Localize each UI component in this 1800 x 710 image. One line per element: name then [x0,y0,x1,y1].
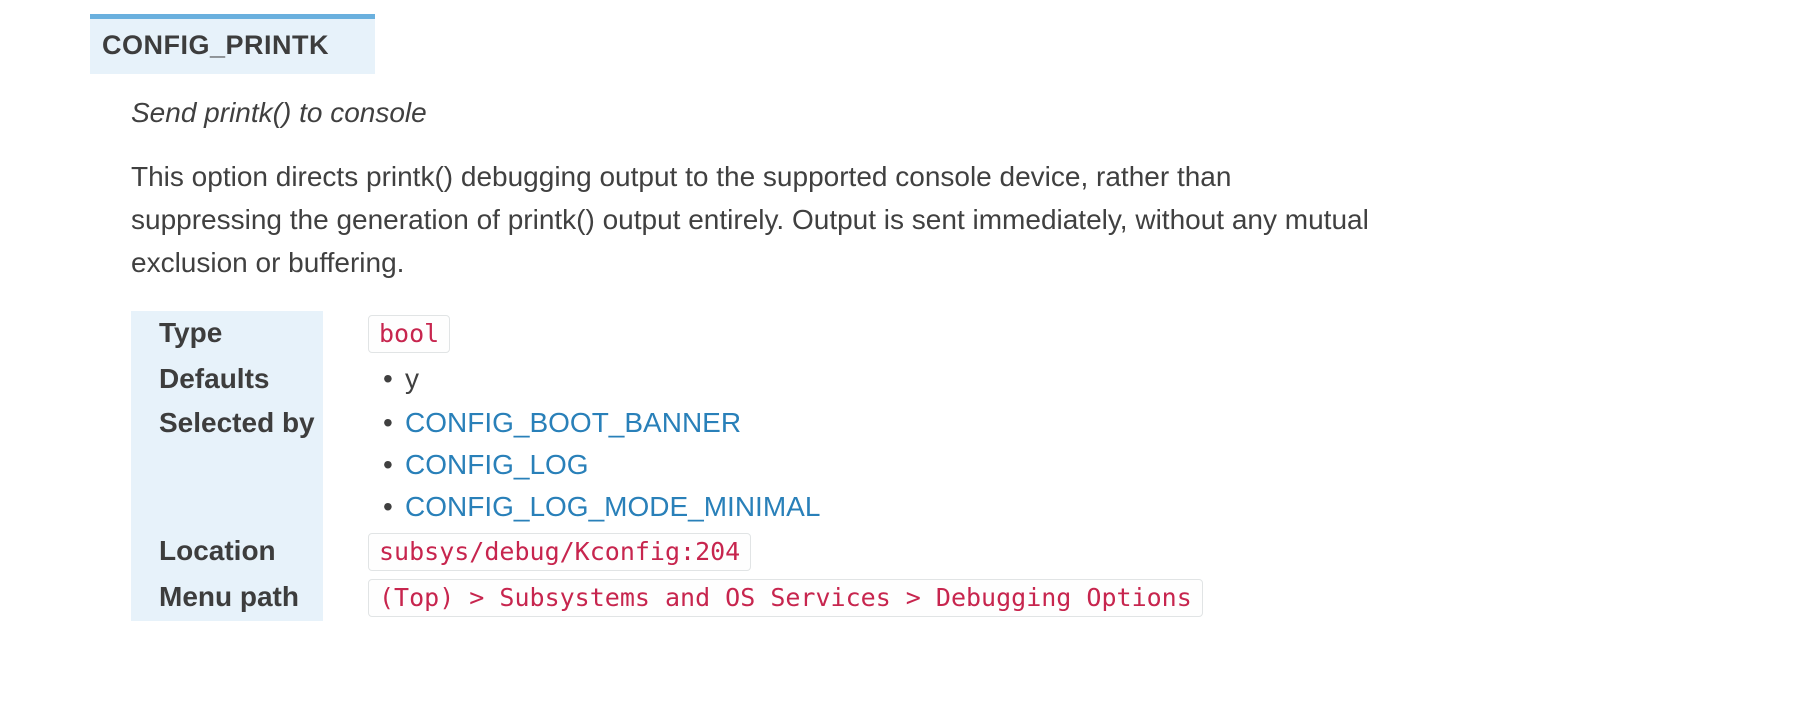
location-code-badge: subsys/debug/Kconfig:204 [368,533,752,571]
field-label-location: Location [131,529,323,575]
table-row-selected-by: Selected by CONFIG_BOOT_BANNER CONFIG_LO… [131,401,1203,529]
field-value-selected-by: CONFIG_BOOT_BANNER CONFIG_LOG CONFIG_LOG… [323,401,1203,529]
selected-by-list: CONFIG_BOOT_BANNER CONFIG_LOG CONFIG_LOG… [383,402,1203,528]
list-item: y [383,358,1203,400]
field-label-selected-by: Selected by [131,401,323,529]
bullet-icon [383,402,405,444]
table-row-defaults: Defaults y [131,357,1203,401]
list-item: CONFIG_LOG [383,444,1203,486]
link-config-log[interactable]: CONFIG_LOG [405,449,589,480]
link-config-boot-banner[interactable]: CONFIG_BOOT_BANNER [405,407,742,438]
field-value-menu-path: (Top) > Subsystems and OS Services > Deb… [323,575,1203,621]
bullet-icon [383,486,405,528]
field-value-location: subsys/debug/Kconfig:204 [323,529,1203,575]
bullet-icon [383,358,405,400]
config-symbol-header: CONFIG_PRINTK [90,14,376,74]
field-label-menu-path: Menu path [131,575,323,621]
defaults-list: y [383,358,1203,400]
config-fields-table: Type bool Defaults y [131,311,1203,621]
list-item: CONFIG_BOOT_BANNER [383,402,1203,444]
config-prompt-text: Send printk() to console [131,97,427,128]
field-value-type: bool [323,311,1203,357]
table-row-location: Location subsys/debug/Kconfig:204 [131,529,1203,575]
description-line: suppressing the generation of printk() o… [131,204,1369,235]
bullet-icon [383,444,405,486]
description-line: exclusion or buffering. [131,247,405,278]
default-value: y [405,363,419,394]
menu-path-code-badge: (Top) > Subsystems and OS Services > Deb… [368,579,1203,617]
list-item: CONFIG_LOG_MODE_MINIMAL [383,486,1203,528]
table-row-menu-path: Menu path (Top) > Subsystems and OS Serv… [131,575,1203,621]
link-config-log-mode-minimal[interactable]: CONFIG_LOG_MODE_MINIMAL [405,491,821,522]
field-label-type: Type [131,311,323,357]
kconfig-doc-page: CONFIG_PRINTK Send printk() to console T… [0,0,1800,621]
config-body: Send printk() to console This option dir… [131,97,1800,621]
description-line: This option directs printk() debugging o… [131,161,1232,192]
field-value-defaults: y [323,357,1203,401]
config-description: This option directs printk() debugging o… [131,155,1800,284]
field-label-defaults: Defaults [131,357,323,401]
type-code-badge: bool [368,315,451,353]
table-row-type: Type bool [131,311,1203,357]
